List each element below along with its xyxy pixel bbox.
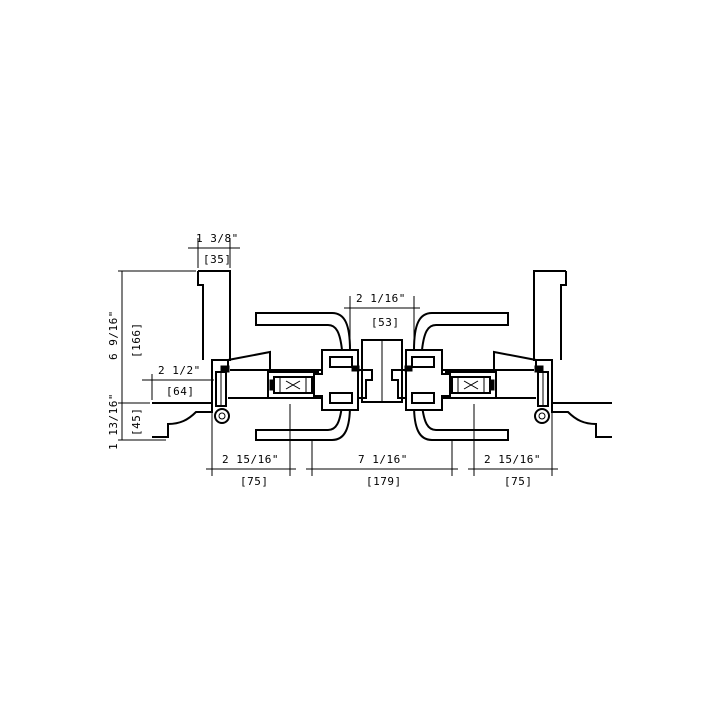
projection-mm-label: [64] — [166, 385, 195, 398]
right-offset-mm-label: [75] — [504, 475, 533, 488]
center-gap-inch-label: 2 1/16" — [356, 292, 406, 305]
base-height-inch-label: 1 13/16" — [107, 393, 120, 450]
right-upper-lever-handle — [412, 312, 509, 351]
center-span-mm-label: [179] — [366, 475, 402, 488]
center-meeting-stiles — [358, 339, 406, 403]
left-frame-profile — [152, 270, 231, 438]
left-lock-body — [267, 371, 319, 399]
right-hinge — [534, 365, 550, 424]
left-trim-rose — [313, 349, 360, 411]
left-offset-inch-label: 2 15/16" — [222, 453, 279, 466]
projection-inch-label: 2 1/2" — [158, 364, 201, 377]
right-frame-profile — [533, 270, 612, 438]
left-upper-lever-handle — [255, 312, 352, 351]
center-span-inch-label: 7 1/16" — [358, 453, 408, 466]
right-offset-inch-label: 2 15/16" — [484, 453, 541, 466]
top-width-inch-label: 1 3/8" — [196, 232, 239, 245]
height-mm-label: [166] — [130, 322, 143, 358]
top-width-mm-label: [35] — [203, 253, 232, 266]
dimension-lines — [118, 238, 558, 476]
base-height-mm-label: [45] — [130, 408, 143, 437]
center-gap-mm-label: [53] — [371, 316, 400, 329]
right-trim-rose — [404, 349, 451, 411]
left-offset-mm-label: [75] — [240, 475, 269, 488]
left-hinge — [214, 365, 230, 424]
height-inch-label: 6 9/16" — [107, 310, 120, 360]
right-lock-body — [445, 371, 497, 399]
